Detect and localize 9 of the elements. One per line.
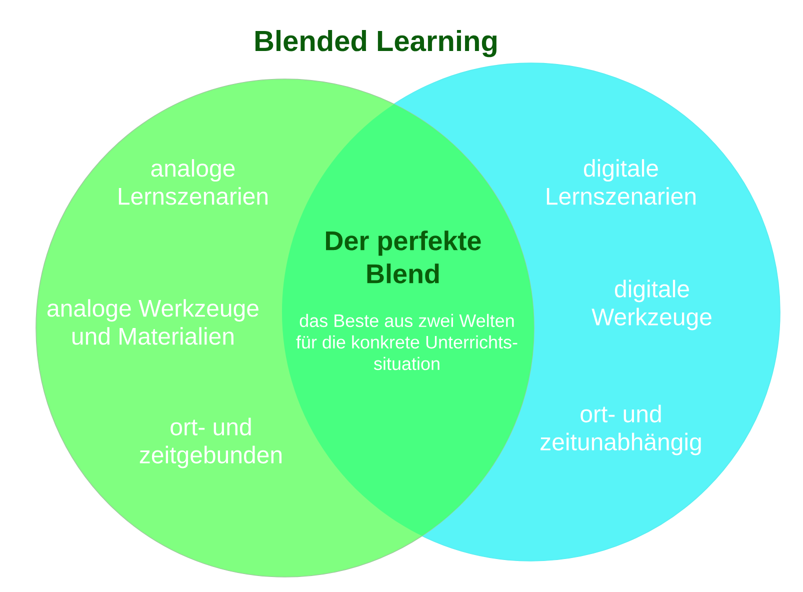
venn-label: ort- und zeitunabhängig (540, 404, 701, 456)
venn-label: ort- und zeitgebunden (140, 418, 282, 468)
venn-label: analoge Lernszenarien (118, 159, 268, 205)
overlap-heading: Der perfekte Blend (326, 230, 481, 284)
venn-label: digitale Lernszenarien (546, 159, 696, 205)
venn-label: analoge Werkzeuge und Materialien (48, 299, 258, 345)
overlap-text: das Beste aus zwei Welten für die konkrete Unterrichts- situation (296, 314, 518, 370)
title: Blended Learning (256, 30, 496, 58)
venn-label: digitale Werkzeuge (592, 280, 712, 330)
